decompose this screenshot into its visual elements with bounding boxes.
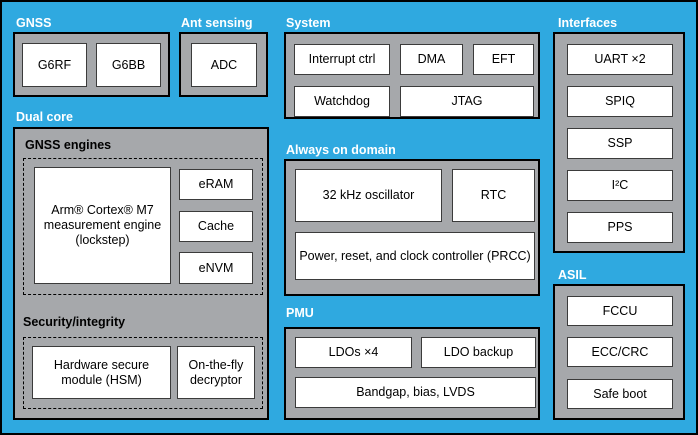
block-jtag: JTAG (400, 86, 534, 117)
block-eft: EFT (473, 44, 534, 75)
asil-section-container: FCCU ECC/CRC Safe boot (553, 284, 685, 420)
block-ldo-backup: LDO backup (421, 337, 536, 368)
block-hsm: Hardware secure module (HSM) (32, 346, 171, 399)
system-section-label: System (286, 16, 331, 30)
gnss-engines-group: Arm® Cortex® M7 measurement engine (lock… (23, 158, 263, 295)
block-eram: eRAM (179, 169, 253, 200)
block-32khz-oscillator: 32 kHz oscillator (295, 169, 442, 222)
dual-core-section-label: Dual core (16, 110, 73, 124)
security-integrity-group: Hardware secure module (HSM) On-the-fly … (23, 337, 263, 409)
always-on-domain-section-label: Always on domain (286, 143, 396, 157)
block-spiq: SPIQ (567, 86, 673, 117)
pmu-section-container: LDOs ×4 LDO backup Bandgap, bias, LVDS (284, 327, 540, 420)
block-cache: Cache (179, 211, 253, 242)
block-cortex-m7: Arm® Cortex® M7 measurement engine (lock… (34, 167, 171, 284)
block-watchdog: Watchdog (294, 86, 390, 117)
block-ldos: LDOs ×4 (295, 337, 412, 368)
block-prcc: Power, reset, and clock controller (PRCC… (295, 232, 535, 280)
block-uart: UART ×2 (567, 44, 673, 75)
block-pps: PPS (567, 212, 673, 243)
block-adc: ADC (191, 43, 257, 87)
always-on-domain-section-container: 32 kHz oscillator RTC Power, reset, and … (284, 159, 540, 296)
gnss-section-container: G6RF G6BB (13, 32, 170, 97)
ant-sensing-section-label: Ant sensing (181, 16, 253, 30)
block-otf-decryptor: On-the-fly decryptor (177, 346, 255, 399)
block-dma: DMA (400, 44, 463, 75)
block-interrupt-ctrl: Interrupt ctrl (294, 44, 390, 75)
block-fccu: FCCU (567, 296, 673, 326)
block-bandgap-bias-lvds: Bandgap, bias, LVDS (295, 377, 536, 408)
block-g6bb: G6BB (96, 43, 161, 87)
dual-core-section-container: GNSS engines Arm® Cortex® M7 measurement… (13, 127, 269, 420)
ant-sensing-section-container: ADC (179, 32, 268, 97)
security-integrity-label: Security/integrity (23, 315, 126, 329)
interfaces-section-label: Interfaces (558, 16, 618, 30)
block-ssp: SSP (567, 128, 673, 159)
system-section-container: Interrupt ctrl DMA EFT Watchdog JTAG (284, 32, 540, 119)
gnss-engines-label: GNSS engines (25, 138, 112, 152)
block-envm: eNVM (179, 252, 253, 284)
pmu-section-label: PMU (286, 306, 314, 320)
gnss-section-label: GNSS (16, 16, 52, 30)
asil-section-label: ASIL (558, 268, 587, 282)
block-g6rf: G6RF (22, 43, 87, 87)
block-i2c: I²C (567, 170, 673, 201)
interfaces-section-container: UART ×2 SPIQ SSP I²C PPS (553, 32, 685, 253)
block-ecc-crc: ECC/CRC (567, 337, 673, 367)
block-safe-boot: Safe boot (567, 379, 673, 409)
block-rtc: RTC (452, 169, 535, 222)
